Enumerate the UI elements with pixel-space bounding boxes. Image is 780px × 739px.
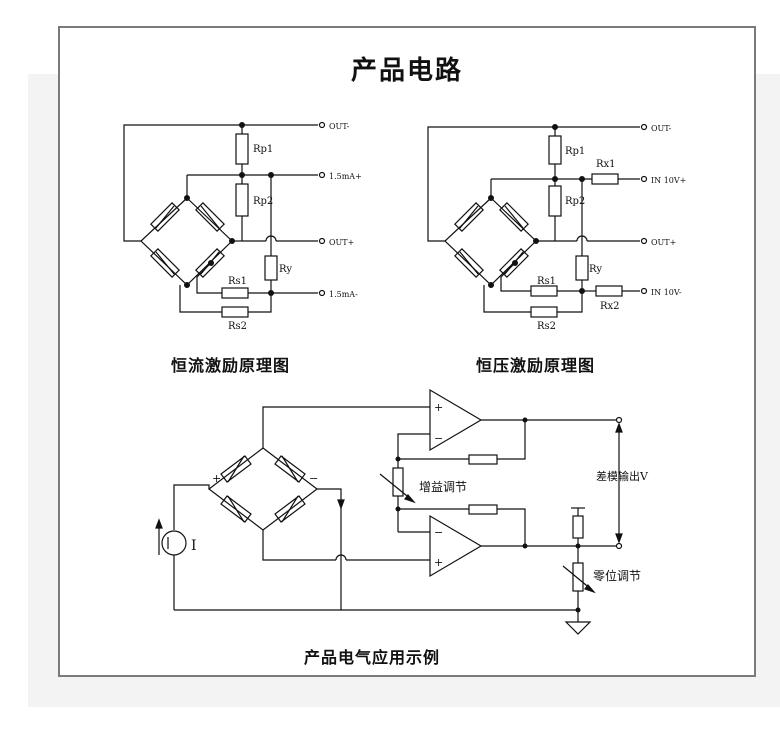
current-label: I (191, 538, 197, 554)
cv-rp2-label: Rp2 (565, 196, 585, 207)
cv-in-plus-terminal (640, 175, 648, 183)
cc-out-plus-terminal (318, 237, 326, 245)
cc-in-plus-terminal (318, 171, 326, 179)
cv-bridge (444, 197, 537, 286)
cc-in-plus-label: 1.5mA+ (329, 172, 362, 181)
cc-bridge-gauges (150, 202, 225, 278)
cv-rs2-label: Rs2 (537, 321, 556, 332)
constant-voltage-caption: 恒压激励原理图 (476, 356, 596, 375)
cv-ry-label: Ry (589, 264, 602, 275)
cc-nodes (184, 122, 274, 296)
cc-rs1-resistor (221, 287, 249, 299)
cv-rx2-resistor (595, 285, 623, 297)
bridge-plus-label: + (212, 472, 221, 485)
cv-rs1-resistor (530, 285, 558, 297)
opamp1-plus-label: + (434, 401, 443, 414)
cv-in-minus-label: IN 10V- (651, 288, 682, 297)
cv-rx2-label: Rx2 (600, 301, 620, 312)
app-bridge (208, 447, 318, 531)
cv-out-plus-label: OUT+ (651, 238, 676, 247)
cc-outer-loop (123, 124, 242, 242)
cc-rp2-label: Rp2 (253, 196, 273, 207)
cc-ry-resistor (264, 255, 278, 281)
cv-out-minus-terminal (640, 123, 648, 131)
gain-label: 增益调节 (419, 480, 467, 494)
constant-current-caption: 恒流激励原理图 (171, 356, 291, 375)
cv-rs2-resistor (530, 306, 558, 318)
cv-out-plus-terminal (640, 237, 648, 245)
cv-nodes (488, 124, 585, 294)
output-label: 差模输出V (596, 469, 649, 483)
output-terminal-top (615, 416, 623, 424)
cv-in-minus-terminal (640, 287, 648, 295)
cv-rx1-label: Rx1 (596, 159, 616, 170)
cc-in-minus-label: 1.5mA- (329, 290, 358, 299)
cv-rp2-resistor (548, 185, 562, 217)
feedback-resistor-2 (468, 504, 498, 515)
zero-label: 零位调节 (593, 568, 641, 583)
cc-out-plus-label: OUT+ (329, 238, 354, 247)
constant-current-diagram: Rp1 Rp2 Ry Rs1 Rs2 OUT- 1.5mA+ OUT+ 1.5m… (123, 121, 362, 332)
cv-rs1-label: Rs1 (537, 276, 556, 287)
opamp2-plus-label: + (434, 556, 443, 569)
cc-rp1-label: Rp1 (253, 144, 273, 155)
cc-rp2-resistor (235, 183, 249, 217)
current-source (161, 530, 187, 556)
application-caption: 产品电气应用示例 (304, 648, 441, 667)
page-title: 产品电路 (350, 56, 463, 86)
cc-rp1-resistor (235, 133, 249, 165)
cv-rx1-resistor (591, 173, 619, 185)
cv-rp1-label: Rp1 (565, 146, 585, 157)
feedback-resistor-1 (468, 454, 498, 465)
opamp-2 (429, 514, 483, 578)
cc-ry-label: Ry (279, 264, 292, 275)
cv-out-minus-label: OUT- (651, 124, 672, 133)
zero-resistor (572, 515, 584, 539)
application-diagram: + − + − − + I 增益调节 零位调节 差模输出V (155, 388, 649, 635)
bridge-minus-label: − (309, 472, 318, 485)
cv-rp1-resistor (548, 135, 562, 165)
cc-rs2-resistor (221, 306, 249, 318)
output-terminal-bottom (615, 542, 623, 550)
cc-rs2-label: Rs2 (228, 321, 247, 332)
cc-out-minus-label: OUT- (329, 122, 350, 131)
cv-ry-resistor (575, 255, 589, 281)
ground-symbol (564, 621, 592, 635)
cv-bridge-gauges (454, 202, 529, 278)
cc-in-minus-terminal (318, 289, 326, 297)
cv-in-plus-label: IN 10V+ (651, 176, 686, 185)
app-bridge-gauges (220, 455, 306, 523)
opamp1-minus-label: − (434, 432, 443, 445)
zero-potentiometer (572, 562, 584, 592)
app-nodes (395, 417, 581, 613)
constant-voltage-diagram: Rp1 Rp2 Rx1 Rx2 Ry Rs1 Rs2 OUT- IN 10V+ … (427, 123, 686, 332)
opamp2-minus-label: − (434, 526, 443, 539)
opamp-1 (429, 388, 483, 452)
cc-rs1-label: Rs1 (228, 276, 247, 287)
cc-out-minus-terminal (318, 121, 326, 129)
cc-bridge (140, 197, 233, 286)
